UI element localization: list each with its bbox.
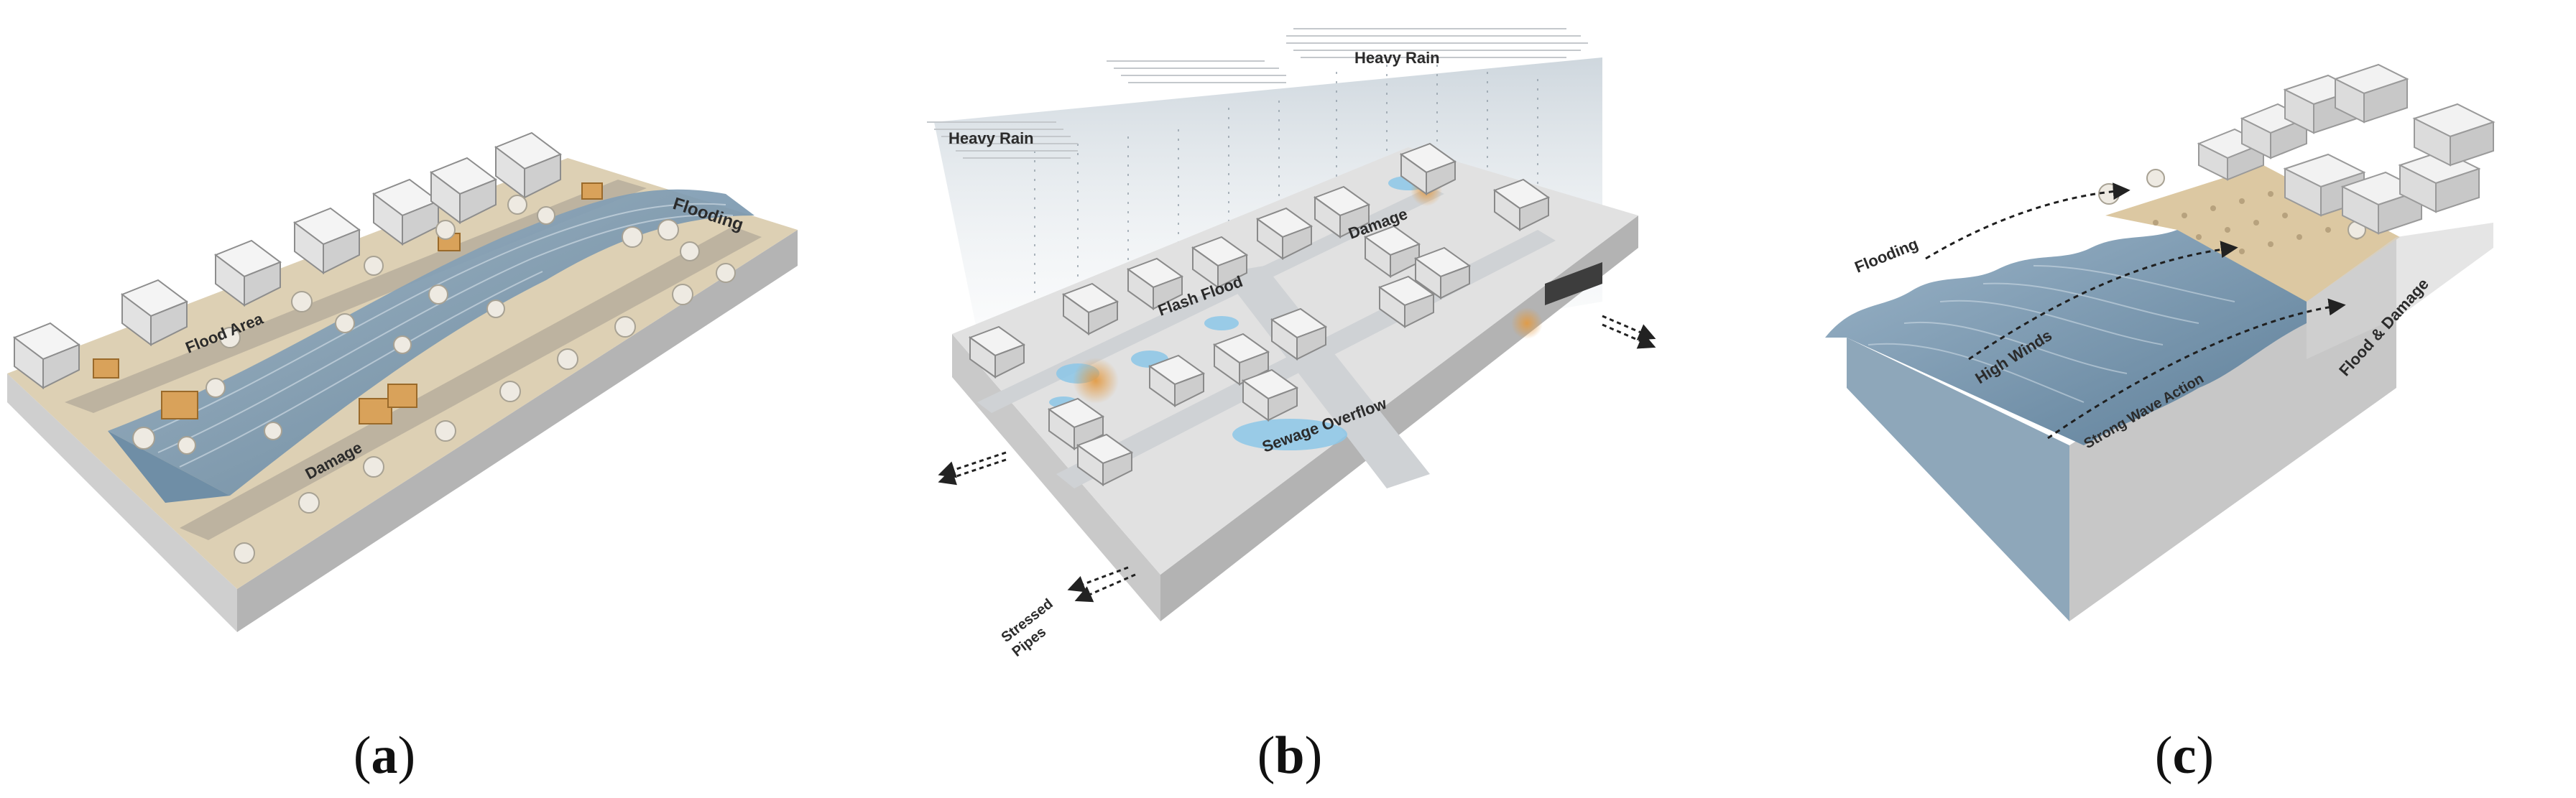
caption-b-letter: b [1275, 726, 1305, 785]
house-icon [1377, 275, 1436, 328]
arrow-icon [1602, 315, 1656, 340]
panel-a-block-front [7, 374, 237, 632]
arrow-icon [1968, 241, 2238, 361]
cloud-icon [1107, 60, 1286, 83]
panel-c-block-front [1847, 338, 2069, 621]
arrow-icon [1067, 566, 1129, 593]
panel-c-wave-contours [1868, 265, 2235, 403]
damaged-house-icon [93, 358, 119, 379]
house-icon [1270, 307, 1328, 361]
panel-a-trees [132, 195, 736, 564]
house-icon [1492, 178, 1551, 231]
panel-c-city-base-side [2307, 223, 2493, 359]
panel-a-road-south [180, 226, 762, 540]
caption-a: (a) [353, 726, 416, 785]
panel-b-label-heavy-rain-left: Heavy Rain [948, 129, 1034, 147]
house-icon [1191, 236, 1249, 289]
caption-a-letter: a [371, 726, 398, 785]
house-icon [968, 325, 1026, 379]
panel-c-label-flooding: Flooding [1852, 235, 1921, 277]
panel-c-arrows [1925, 182, 2346, 440]
house-icon [1061, 282, 1120, 335]
caption-c-letter: c [2172, 726, 2197, 785]
house-icon [120, 279, 189, 346]
panel-b-urban-flash-flood: Heavy Rain Heavy Rain Damage Flash Flood… [927, 28, 1656, 660]
house-icon [1076, 433, 1134, 486]
damaged-house-icon [359, 398, 392, 424]
cloud-icon [1286, 28, 1588, 58]
arrow-icon [1925, 182, 2130, 260]
damaged-house-icon [387, 384, 417, 408]
house-icon [213, 239, 282, 307]
house-icon [1413, 246, 1472, 300]
house-icon [1363, 225, 1421, 278]
damaged-house-icon [161, 391, 198, 419]
panel-a-block-side [237, 230, 798, 632]
panel-a-water-contours [136, 203, 734, 468]
building-icon [2412, 103, 2496, 167]
panel-c-buildings [2197, 63, 2496, 235]
building-icon [2283, 74, 2359, 134]
house-icon [1212, 333, 1270, 386]
panel-a-river-flooding: Flooding Flood Area Damage [7, 131, 798, 632]
panel-a-river [108, 189, 754, 496]
panel-b-culvert [1545, 262, 1602, 305]
arrow-icon [1074, 573, 1136, 603]
house-icon [429, 157, 498, 224]
panel-c-sea-surface [1825, 230, 2307, 445]
house-icon [494, 131, 563, 199]
panel-b-label-heavy-rain-right: Heavy Rain [1354, 49, 1440, 67]
house-icon [1126, 257, 1184, 310]
panel-b-clouds [927, 28, 1588, 159]
panel-c-coastal-flooding: Flooding High Winds Strong Wave Action F… [1825, 63, 2496, 621]
house-icon [1255, 207, 1314, 260]
damaged-house-icon [581, 182, 603, 200]
house-icon [1047, 397, 1105, 450]
house-icon [1241, 368, 1299, 422]
caption-c: (c) [2154, 726, 2215, 785]
house-icon [12, 322, 81, 389]
house-icon [1148, 354, 1206, 407]
arrow-icon [938, 458, 1007, 486]
cloud-icon [927, 121, 1078, 159]
arrow-icon [2047, 298, 2346, 440]
panel-b-pipe-arrows [938, 315, 1656, 603]
panel-a-houses [12, 131, 563, 389]
house-icon [1313, 185, 1371, 238]
panel-b-houses [968, 142, 1551, 486]
house-icon [1399, 142, 1457, 195]
caption-b: (b) [1257, 726, 1323, 785]
house-icon [292, 207, 361, 274]
panel-a-river-cut [108, 431, 230, 503]
arrow-icon [1602, 323, 1656, 349]
building-icon [2398, 149, 2481, 213]
building-icon [2333, 63, 2409, 124]
